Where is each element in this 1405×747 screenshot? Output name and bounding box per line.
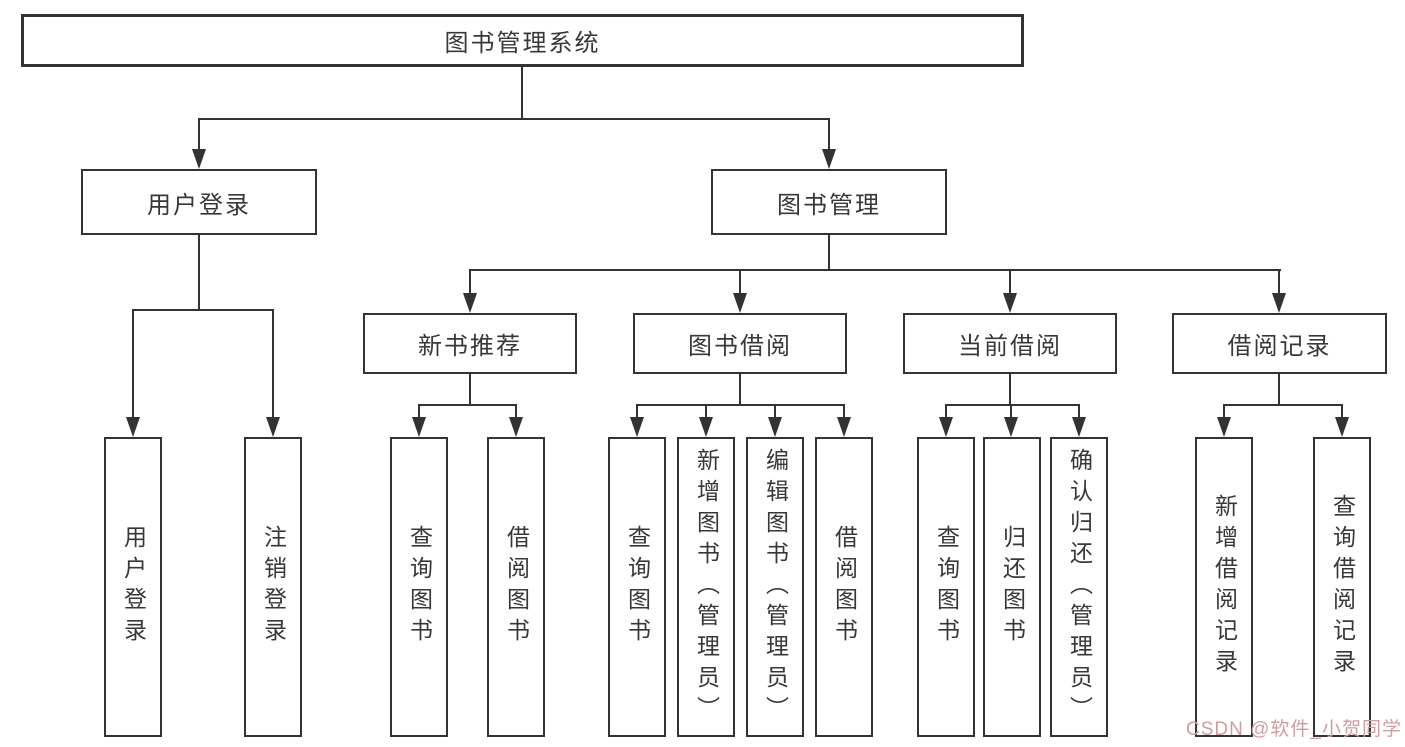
arrowhead-down-icon [1003, 293, 1017, 313]
arrowhead-down-icon [412, 417, 426, 437]
connector-line [828, 118, 830, 154]
arrowhead-down-icon [939, 417, 953, 437]
connector-line [1009, 269, 1011, 297]
connector-line [1278, 374, 1280, 406]
arrowhead-down-icon [192, 149, 206, 169]
connector-line [132, 309, 274, 311]
connector-line [1223, 404, 1343, 406]
arrowhead-down-icon [1217, 417, 1231, 437]
leaf-query-books: 查询图书 [608, 437, 666, 737]
node-current-borrow: 当前借阅 [903, 313, 1117, 374]
arrowhead-down-icon [630, 417, 644, 437]
arrowhead-down-icon [822, 149, 836, 169]
connector-line [739, 374, 741, 406]
leaf-user-login: 用户登录 [104, 437, 162, 737]
connector-line [945, 404, 1080, 406]
connector-line [705, 404, 707, 421]
leaf-query-borrow-record: 查询借阅记录 [1313, 437, 1371, 737]
arrowhead-down-icon [1072, 417, 1086, 437]
leaf-add-books-admin: 新增图书（管理员） [677, 437, 735, 737]
leaf-edit-books-admin: 编辑图书（管理员） [746, 437, 804, 737]
leaf-confirm-return-admin: 确认归还（管理员） [1050, 437, 1108, 737]
connector-line [418, 404, 517, 406]
connector-line [1223, 404, 1225, 421]
node-book-borrow: 图书借阅 [633, 313, 847, 374]
leaf-query-books: 查询图书 [917, 437, 975, 737]
connector-line [828, 235, 830, 271]
arrowhead-down-icon [768, 417, 782, 437]
connector-line [469, 269, 471, 297]
connector-line [636, 404, 638, 421]
arrowhead-down-icon [509, 417, 523, 437]
connector-line [132, 309, 134, 422]
arrowhead-down-icon [733, 293, 747, 313]
connector-line [515, 404, 517, 421]
connector-line [469, 269, 1281, 271]
connector-line [469, 374, 471, 406]
leaf-borrow-books: 借阅图书 [487, 437, 545, 737]
arrowhead-down-icon [463, 293, 477, 313]
leaf-borrow-books: 借阅图书 [815, 437, 873, 737]
node-root-system: 图书管理系统 [21, 14, 1024, 67]
connector-line [198, 235, 200, 311]
connector-line [636, 404, 845, 406]
connector-line [774, 404, 776, 421]
arrowhead-down-icon [699, 417, 713, 437]
arrowhead-down-icon [126, 417, 140, 437]
connector-line [198, 118, 200, 154]
connector-line [1078, 404, 1080, 421]
arrowhead-down-icon [1335, 417, 1349, 437]
connector-line [1010, 404, 1012, 421]
arrowhead-down-icon [1004, 417, 1018, 437]
leaf-logout: 注销登录 [244, 437, 302, 737]
node-borrow-records: 借阅记录 [1172, 313, 1387, 374]
connector-line [1009, 374, 1011, 406]
connector-line [521, 67, 523, 119]
node-book-management: 图书管理 [711, 169, 947, 235]
connector-line [843, 404, 845, 421]
csdn-watermark: CSDN @软件_小贺同学 [1186, 719, 1402, 740]
connector-line [418, 404, 420, 421]
connector-line [272, 309, 274, 422]
connector-line [945, 404, 947, 421]
connector-line [1341, 404, 1343, 421]
connector-line [198, 118, 830, 120]
arrowhead-down-icon [266, 417, 280, 437]
arrowhead-down-icon [837, 417, 851, 437]
leaf-query-books: 查询图书 [390, 437, 448, 737]
connector-line [739, 269, 741, 297]
node-new-book-recommend: 新书推荐 [363, 313, 577, 374]
leaf-add-borrow-record: 新增借阅记录 [1195, 437, 1253, 737]
arrowhead-down-icon [1272, 293, 1286, 313]
connector-line [1278, 269, 1280, 297]
node-user-login: 用户登录 [81, 169, 317, 235]
leaf-return-books: 归还图书 [983, 437, 1041, 737]
